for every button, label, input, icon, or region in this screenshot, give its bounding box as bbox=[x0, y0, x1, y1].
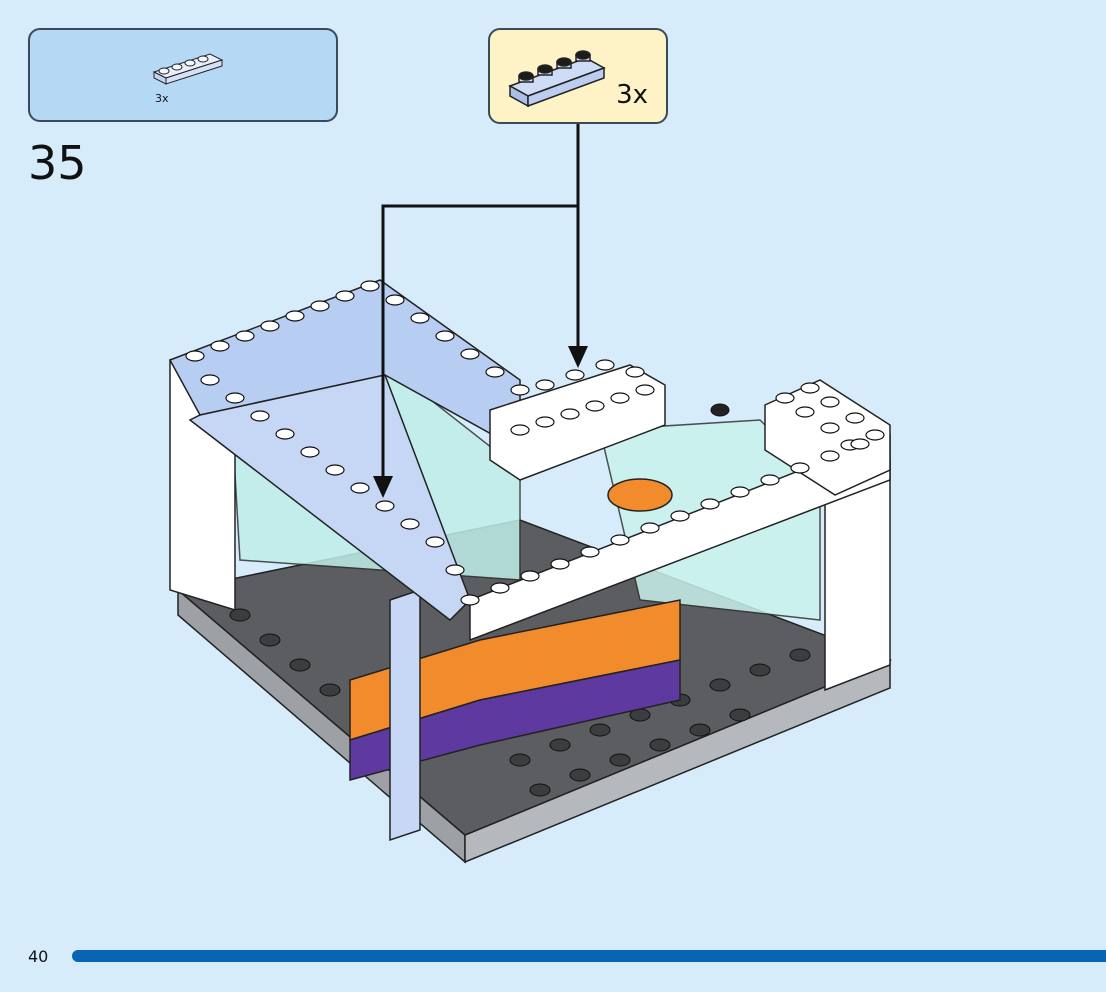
orange-stool bbox=[607, 478, 673, 512]
brick-1x4-icon bbox=[152, 53, 224, 85]
top-frame-right bbox=[469, 433, 891, 642]
new-parts-callout: 3x bbox=[488, 28, 668, 124]
progress-bar bbox=[72, 950, 1106, 962]
brick-1x4-icon bbox=[508, 50, 606, 108]
counter-base bbox=[349, 659, 681, 781]
page-number: 40 bbox=[28, 947, 49, 966]
step-number: 35 bbox=[28, 136, 87, 190]
parts-quantity: 3x bbox=[155, 92, 169, 105]
top-stud-dark bbox=[710, 403, 730, 417]
model-illustration bbox=[168, 279, 893, 864]
pillar-front bbox=[389, 588, 421, 842]
parts-list-panel: 3x bbox=[28, 28, 338, 122]
callout-quantity: 3x bbox=[616, 80, 648, 110]
